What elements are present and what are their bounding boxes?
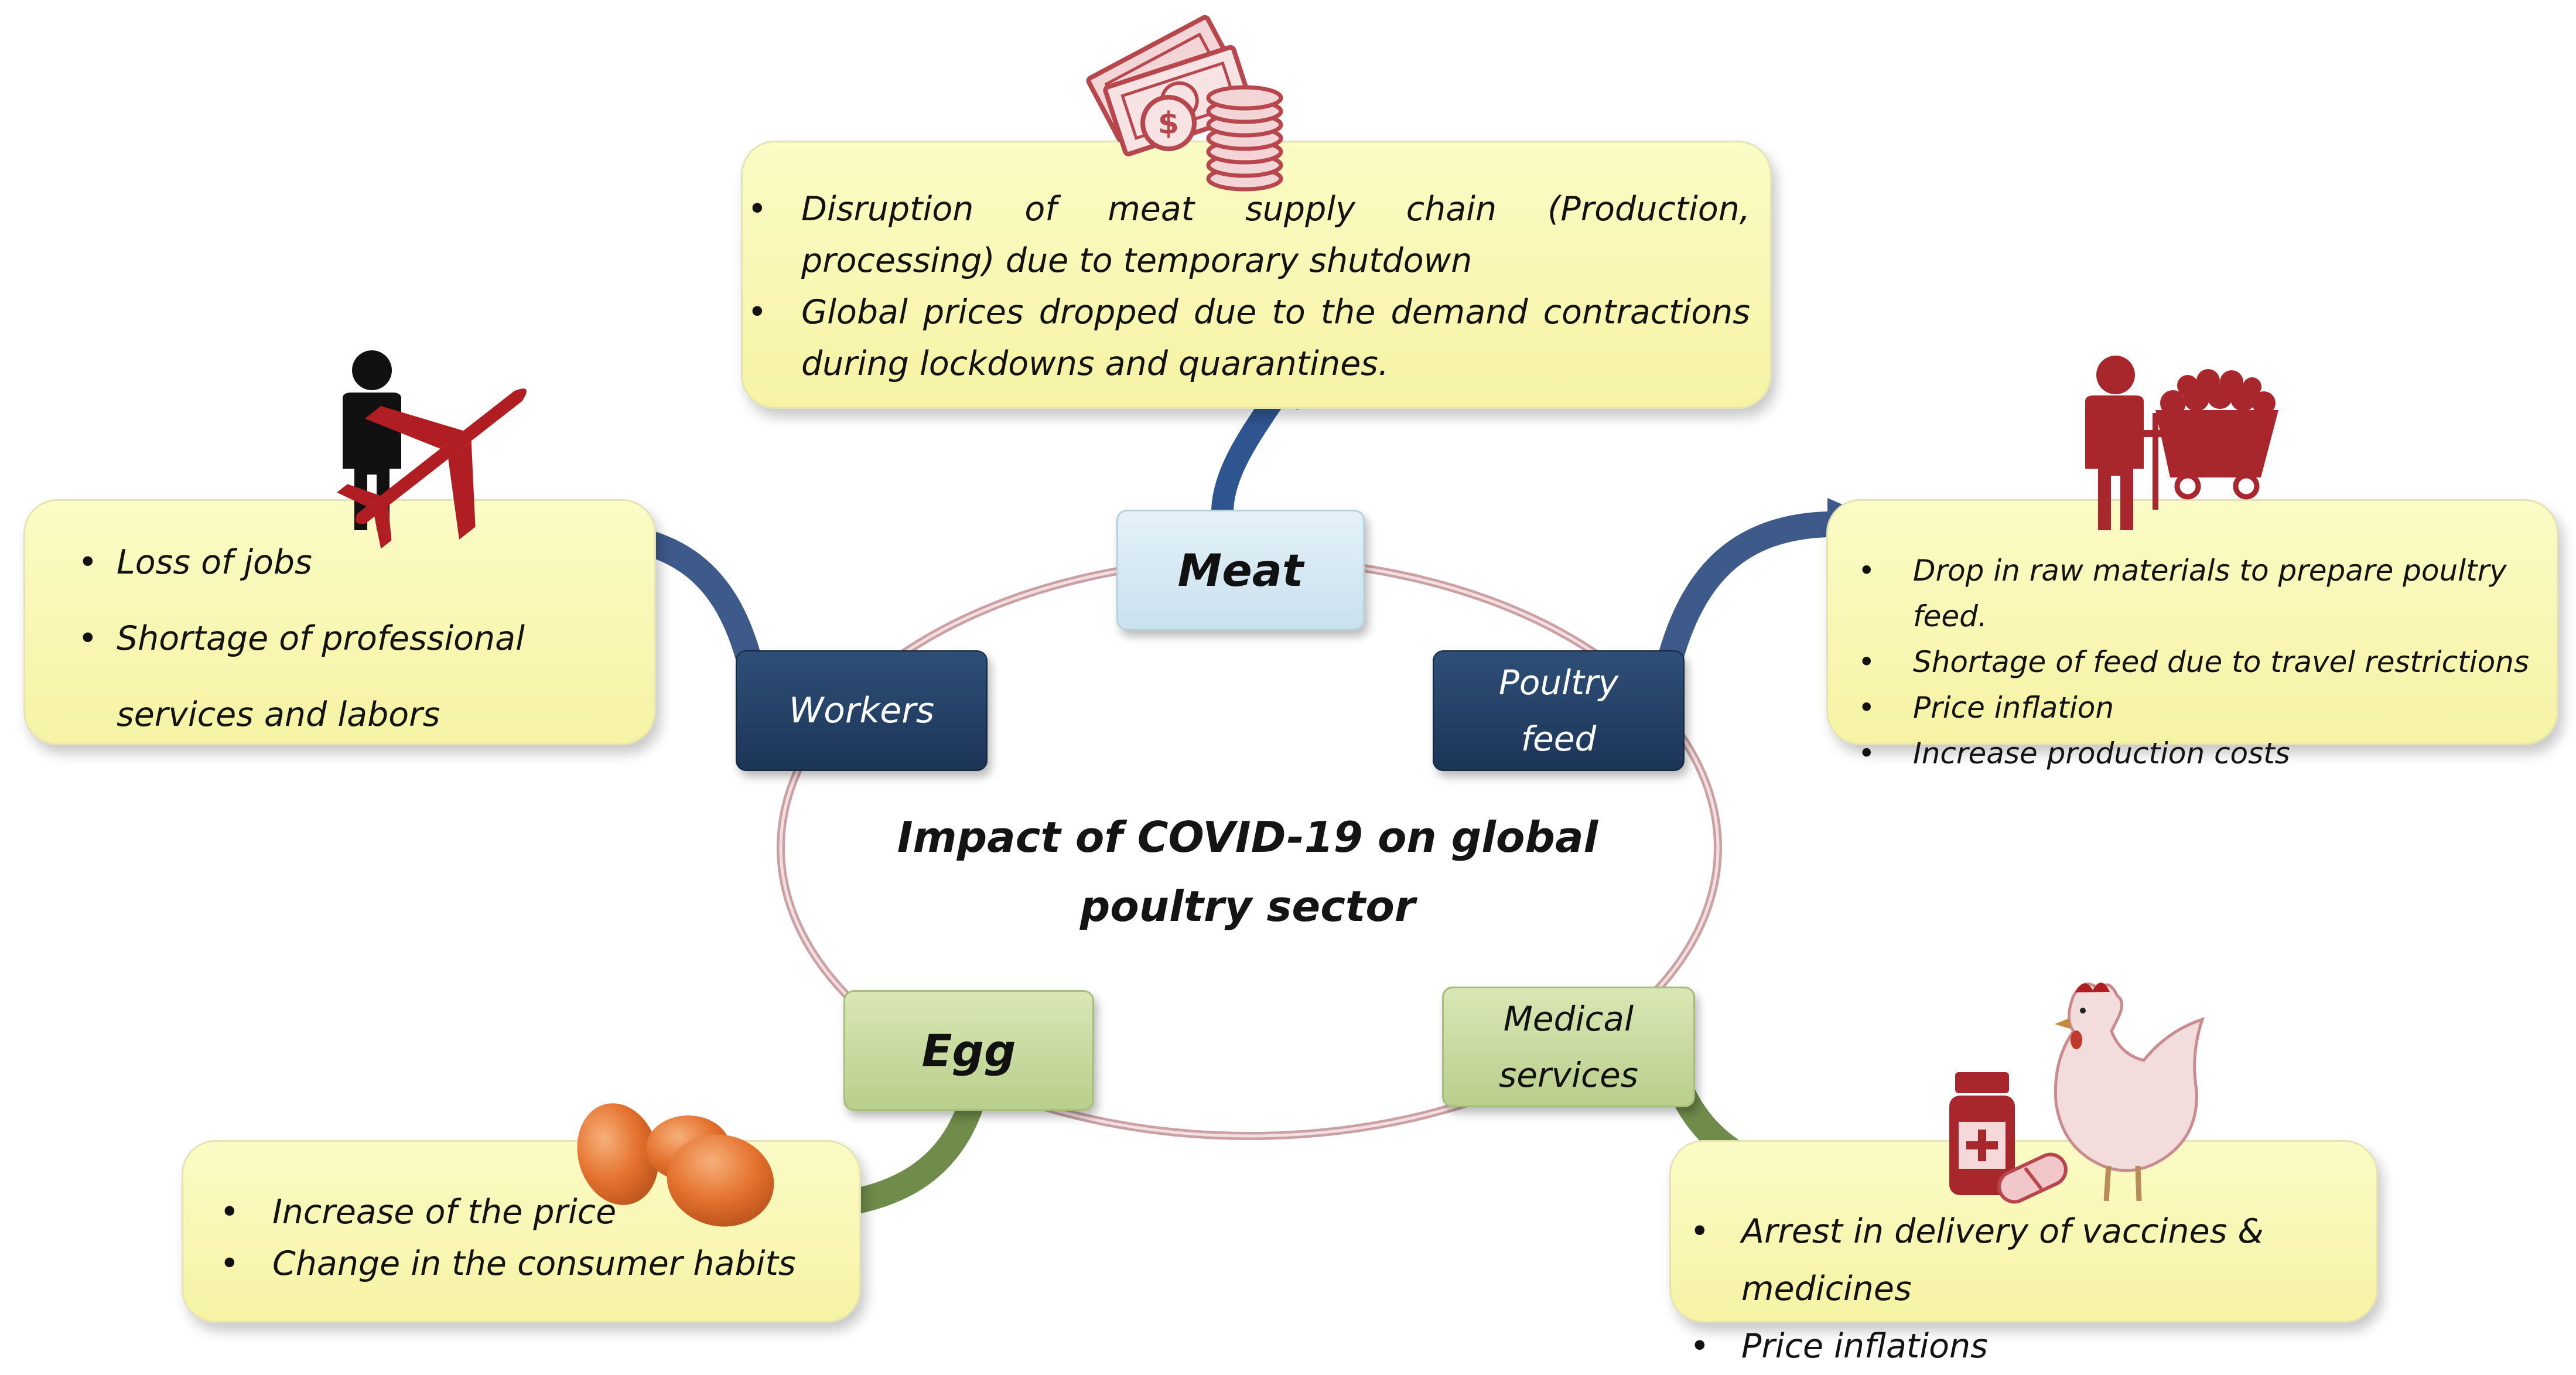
category-poultry-feed-label-line1: Poultry [1498, 663, 1619, 702]
category-workers-label: Workers [788, 690, 935, 731]
category-meat: Meat [1116, 510, 1365, 630]
workers-impact-item: Shortage of professional [78, 601, 643, 677]
center-title-line1: Impact of COVID-19 on global [897, 813, 1598, 862]
poultry-feed-impact-item: Drop in raw materials to prepare poultry… [1858, 548, 2545, 639]
egg-impact-box: Increase of the price Change in the cons… [182, 1140, 861, 1323]
meat-impact-item: Global prices dropped due to the demand … [747, 286, 1750, 390]
medical-impact-item: Arrest in delivery of vaccines & medicin… [1690, 1203, 2365, 1318]
medical-impact-item: Price inflations [1690, 1318, 2365, 1375]
category-poultry-feed: Poultry feed [1433, 650, 1685, 771]
category-medical-services: Medical services [1442, 987, 1695, 1107]
workers-impact-box: Loss of jobs Shortage of professional se… [23, 499, 656, 745]
poultry-feed-impact-box: Drop in raw materials to prepare poultry… [1826, 499, 2558, 776]
category-egg: Egg [843, 990, 1094, 1111]
egg-impact-item: Increase of the price [220, 1186, 848, 1238]
poultry-feed-impact-item: Price inflation [1858, 685, 2545, 731]
category-poultry-feed-label-line2: feed [1521, 719, 1597, 759]
medical-impact-box: Arrest in delivery of vaccines & medicin… [1669, 1140, 2378, 1375]
category-workers: Workers [736, 650, 988, 771]
poultry-feed-impact-item: Shortage of feed due to travel restricti… [1858, 639, 2545, 685]
workers-impact-item: Loss of jobs [78, 524, 643, 601]
egg-impact-item: Change in the consumer habits [220, 1238, 848, 1289]
category-egg-label: Egg [921, 1024, 1016, 1077]
center-title-line2: poultry sector [1079, 882, 1416, 931]
category-medical-label-line1: Medical [1503, 999, 1634, 1039]
category-medical-label-line2: services [1499, 1055, 1638, 1095]
poultry-feed-impact-item: Increase production costs [1858, 731, 2545, 776]
center-title: Impact of COVID-19 on global poultry sec… [890, 803, 1605, 941]
meat-impact-box: Disruption of meat supply chain (Product… [741, 141, 1772, 409]
meat-impact-item: Disruption of meat supply chain (Product… [747, 183, 1750, 286]
category-meat-label: Meat [1177, 544, 1304, 596]
workers-impact-item-continuation: services and labors [117, 695, 440, 734]
